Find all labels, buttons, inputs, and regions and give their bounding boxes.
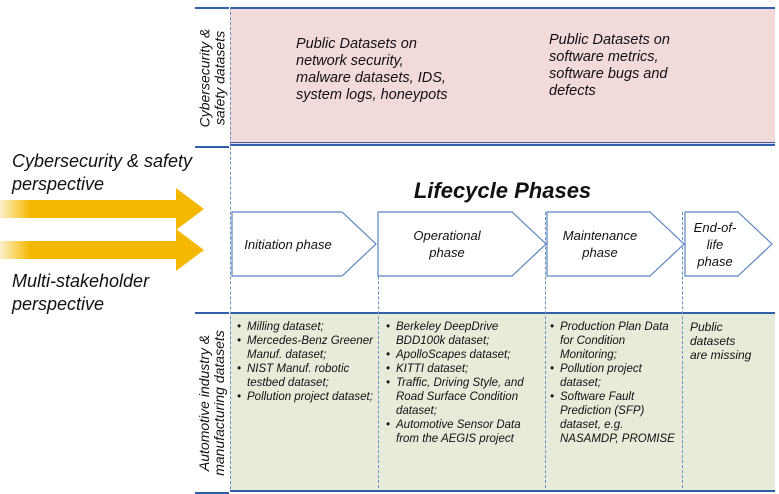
text-line: Operational (413, 228, 481, 243)
list-item: Milling dataset; (237, 320, 375, 334)
list-item: KITTI dataset; (386, 362, 542, 376)
multi-stakeholder-perspective-label: Multi-stakeholder perspective (12, 270, 149, 316)
text-line: Public Datasets on (296, 36, 417, 52)
text-line: phase (697, 253, 733, 269)
cybersecurity-datasets-band (230, 7, 775, 146)
side-label-line: Automotive industry & (196, 334, 212, 472)
text-line: Cybersecurity & safety (12, 151, 193, 171)
lifecycle-phases-title: Lifecycle Phases (413, 178, 592, 203)
list-item: Pollution project dataset; (550, 362, 680, 390)
text-line: defects (549, 83, 596, 99)
phase-chevrons (231, 211, 773, 277)
software-metrics-datasets-text: Public Datasets on software metrics, sof… (549, 32, 670, 100)
end-of-life-phase-label: End-of- life phase (686, 212, 744, 276)
operational-datasets-list: Berkeley DeepDrive BDD100k dataset; Apol… (386, 320, 542, 446)
lifecycle-band-top-border (230, 142, 775, 143)
text-line: datasets (690, 334, 736, 348)
initiation-phase-label: Initiation phase (232, 212, 344, 276)
network-security-datasets-text: Public Datasets on network security, mal… (296, 36, 448, 104)
text-line: life (706, 236, 724, 252)
list-item: ApolloScapes dataset; (386, 348, 542, 362)
side-label-line: safety datasets (211, 30, 227, 125)
divider-phase-2 (378, 212, 379, 488)
operational-phase-label: Operational phase (380, 212, 514, 276)
text-line: software bugs and (549, 66, 668, 82)
text-line: perspective (12, 174, 105, 194)
divider-left (230, 7, 231, 489)
text-line: perspective (12, 294, 105, 314)
text-line: network security, (296, 53, 404, 69)
side-label-line: Cybersecurity & (196, 28, 212, 127)
divider-phase-3 (545, 212, 546, 488)
text-line: system logs, honeypots (296, 87, 448, 103)
text-line: Public Datasets on (549, 32, 670, 48)
end-of-life-missing-text: Public datasets are missing (690, 320, 751, 362)
divider-phase-4 (682, 212, 683, 488)
cybersecurity-side-label: Cybersecurity & safety datasets (195, 7, 229, 148)
text-line: Initiation phase (244, 236, 332, 252)
initiation-datasets-list: Milling dataset; Mercedes-Benz Greener M… (237, 320, 375, 404)
maintenance-datasets-list: Production Plan Data for Condition Monit… (550, 320, 680, 446)
list-item: Production Plan Data for Condition Monit… (550, 320, 680, 362)
list-item: Pollution project dataset; (237, 390, 375, 404)
list-item: Traffic, Driving Style, and Road Surface… (386, 376, 542, 418)
text-line: are missing (690, 348, 752, 362)
maintenance-phase-chevron (546, 211, 685, 277)
text-line: phase (429, 245, 465, 260)
text-line: phase (582, 245, 618, 260)
text-line: malware datasets, IDS, (296, 70, 446, 86)
text-line: Public (690, 320, 723, 334)
list-item: Mercedes-Benz Greener Manuf. dataset; (237, 334, 375, 362)
list-item: NIST Manuf. robotic testbed dataset; (237, 362, 375, 390)
text-line: software metrics, (549, 49, 659, 65)
list-item: Berkeley DeepDrive BDD100k dataset; (386, 320, 542, 348)
arrow-right-icon (0, 229, 204, 271)
automotive-side-label: Automotive industry & manufacturing data… (195, 312, 229, 494)
text-line: Maintenance (562, 228, 638, 243)
side-label-line: manufacturing datasets (211, 330, 227, 476)
text-line: End-of- (693, 219, 737, 235)
maintenance-phase-label: Maintenance phase (548, 212, 652, 276)
perspective-arrows (0, 188, 204, 271)
list-item: Software Fault Prediction (SFP) dataset,… (550, 390, 680, 446)
operational-phase-chevron (377, 211, 547, 277)
text-line: Multi-stakeholder (12, 271, 150, 291)
cybersecurity-perspective-label: Cybersecurity & safety perspective (12, 150, 192, 196)
end-of-life-phase-chevron (684, 211, 773, 277)
initiation-phase-chevron (231, 211, 377, 277)
list-item: Automotive Sensor Data from the AEGIS pr… (386, 418, 542, 446)
arrow-right-icon (0, 188, 204, 230)
